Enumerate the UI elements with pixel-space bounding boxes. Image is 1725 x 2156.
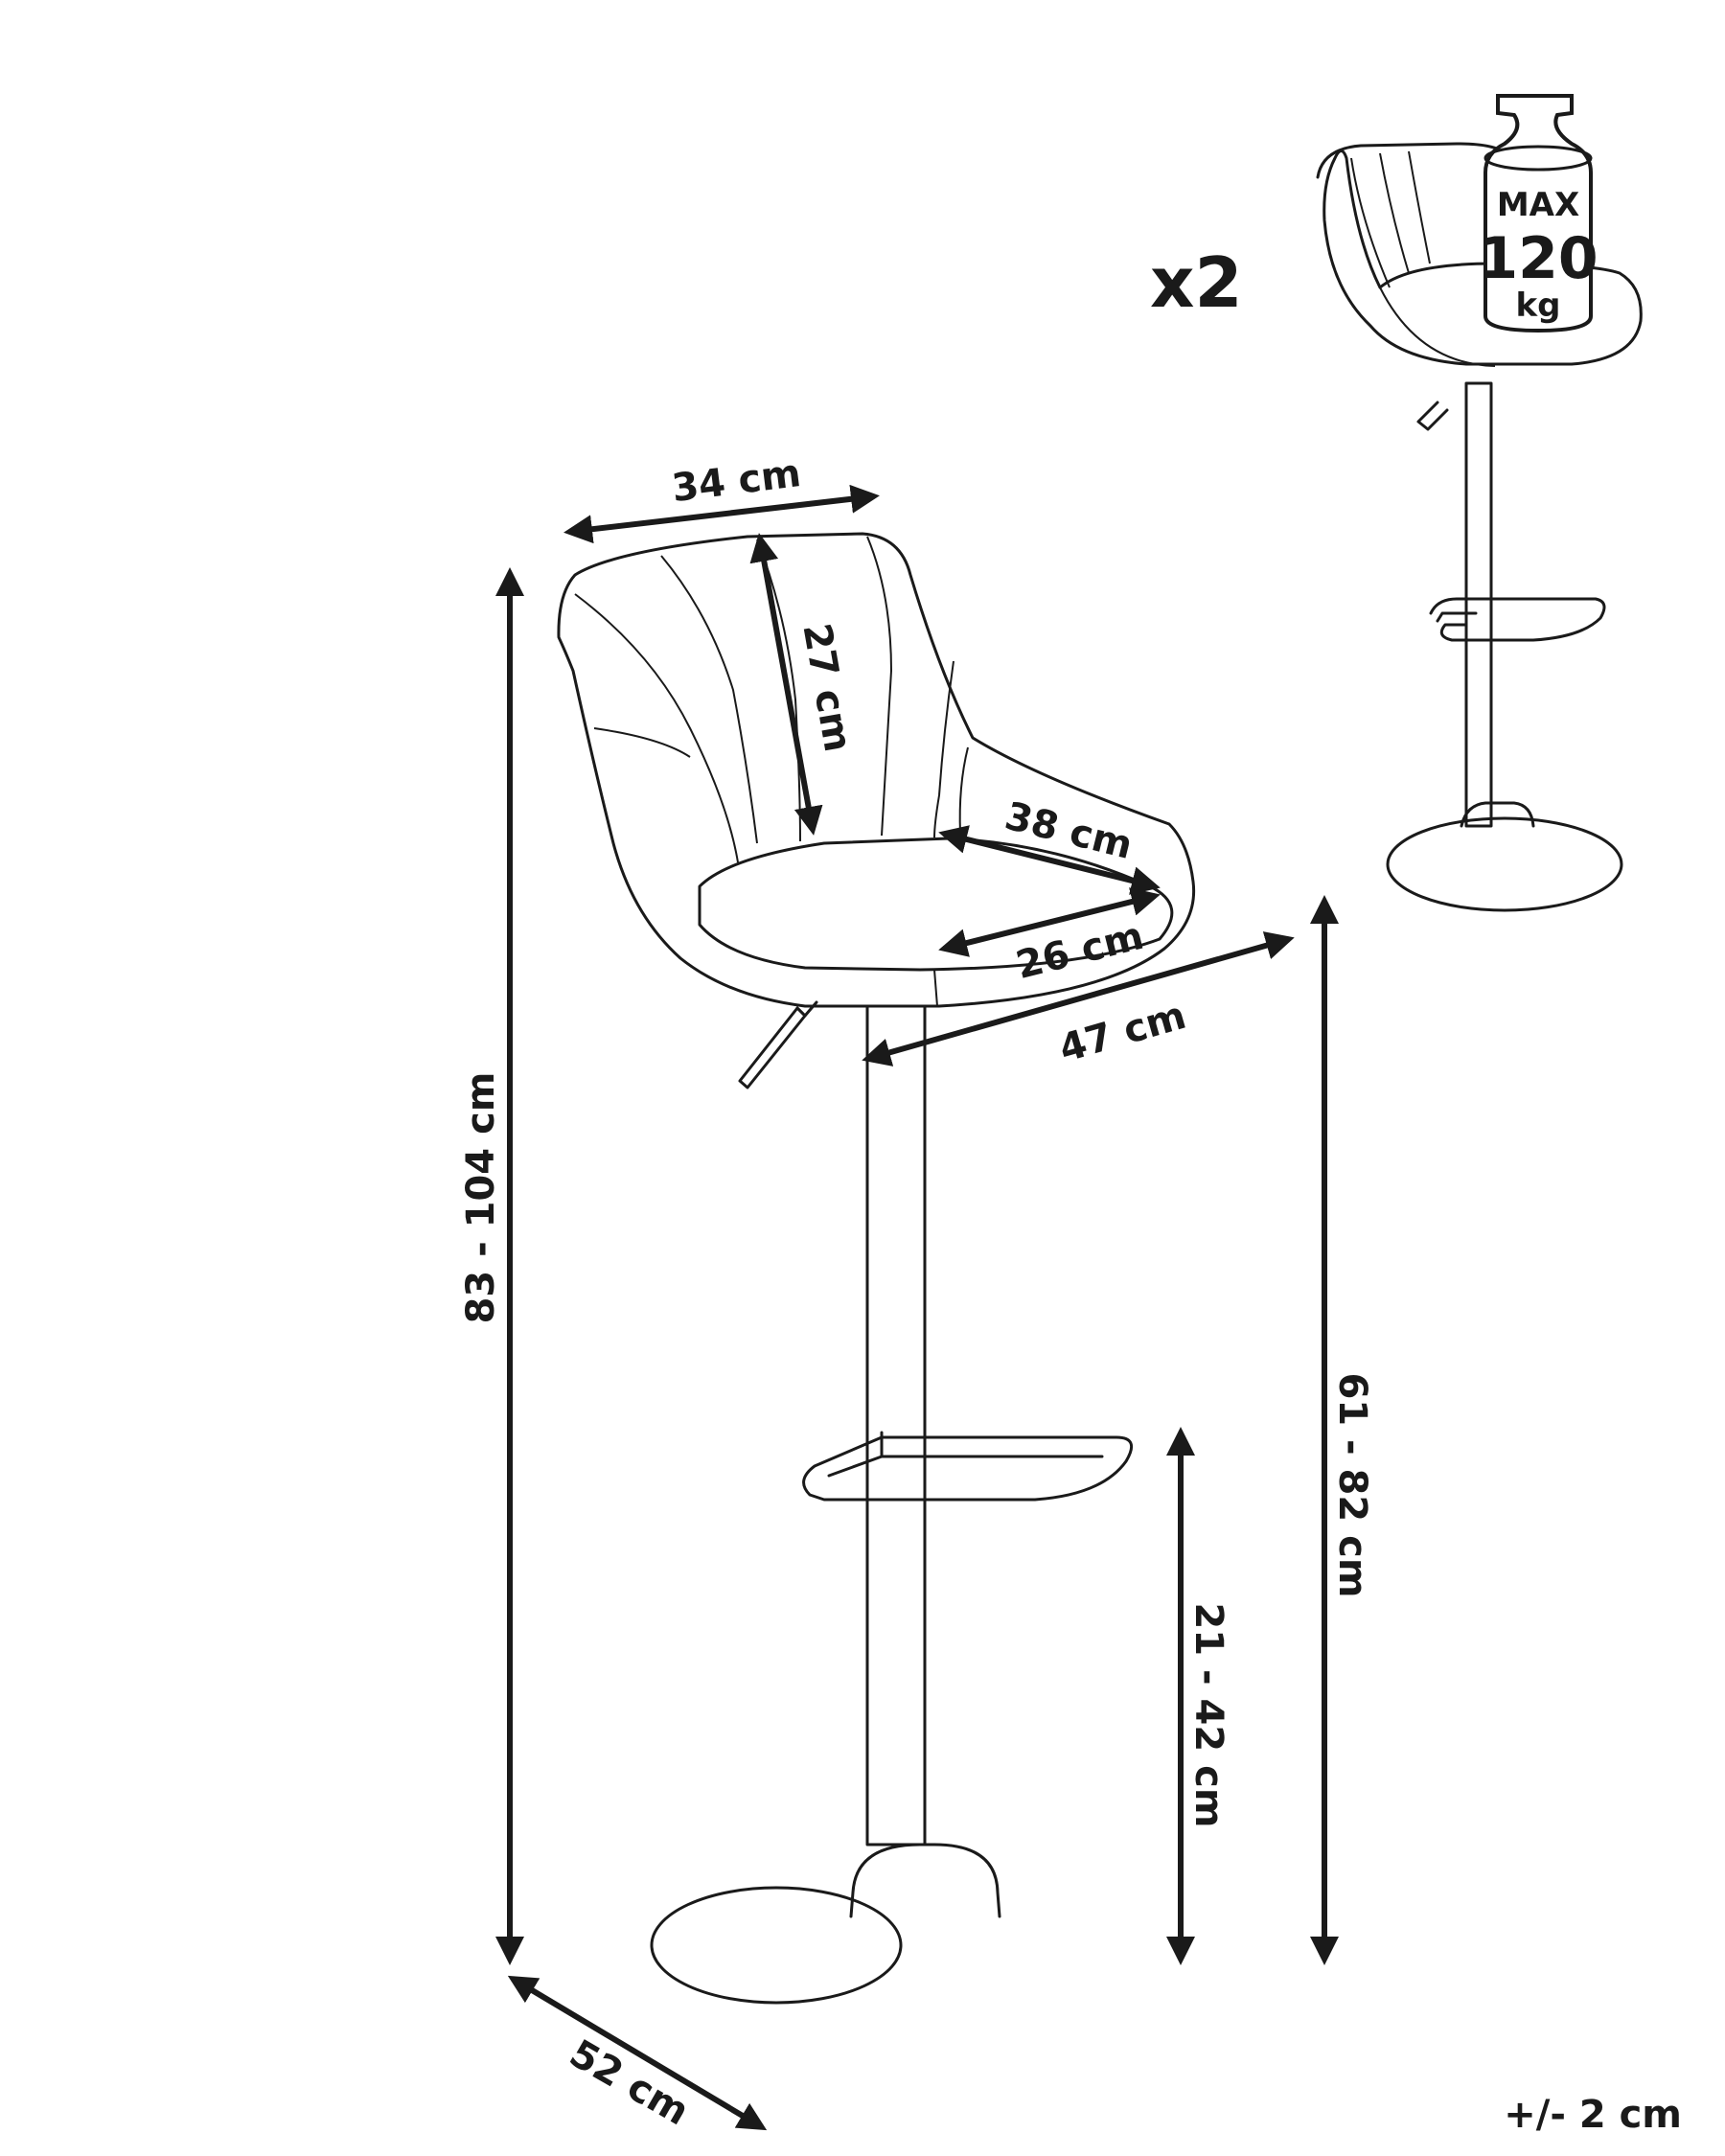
small-stool-drawing xyxy=(1316,142,1643,912)
backrest-width-label: 34 cm xyxy=(670,451,804,511)
max-unit: kg xyxy=(1516,287,1561,325)
main-stool-drawing xyxy=(557,532,1196,2005)
seat-width-arrow xyxy=(938,825,1161,895)
backrest-width-arrow xyxy=(564,484,880,544)
overall-width-arrow xyxy=(862,931,1295,1067)
max-label: MAX xyxy=(1497,186,1579,224)
max-load-badge: MAX 120 kg xyxy=(1478,94,1598,333)
quantity-label: x2 xyxy=(1150,242,1243,323)
backrest-height-label: 27 cm xyxy=(794,620,860,755)
tolerance-label: +/- 2 cm xyxy=(1504,2093,1682,2137)
max-value: 120 xyxy=(1478,225,1598,292)
seat-height-label: 61 - 82 cm xyxy=(1330,1372,1374,1597)
backrest-height-arrow xyxy=(749,533,823,836)
overall-height-label: 83 - 104 cm xyxy=(459,1072,503,1324)
footrest-height-label: 21 - 42 cm xyxy=(1186,1602,1230,1827)
dimension-lines xyxy=(495,484,1339,2131)
base-diameter-arrow xyxy=(507,1975,768,2131)
overall-width-label: 47 cm xyxy=(1054,994,1190,1071)
